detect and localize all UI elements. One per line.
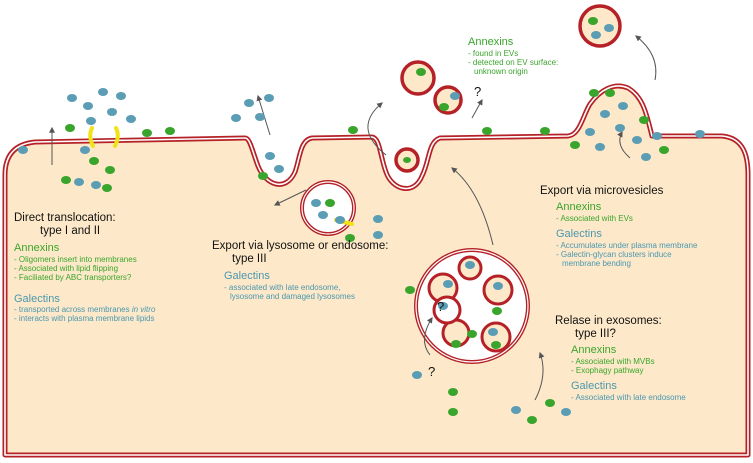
list-item: membrane bending <box>562 259 631 269</box>
direct-title-line2: type I and II <box>40 225 101 238</box>
lysosome-block: Export via lysosome or endosome: type II… <box>212 240 388 301</box>
exosomes-galectins-header: Galectins <box>571 380 617 393</box>
lysosome-galectins-header: Galectins <box>224 270 270 283</box>
list-item: - Accumulates under plasma membrane <box>556 240 698 250</box>
exosomes-title-line1: Relase in exosomes: <box>555 315 662 327</box>
direct-galectins-header: Galectins <box>14 292 60 305</box>
exosomes-annexins-header: Annexins <box>571 344 617 357</box>
list-item: - transported across membranes in vitro <box>14 305 156 315</box>
exosomes-title-line2: type III? <box>575 328 616 341</box>
question-mark-bottom: ? <box>428 364 436 379</box>
list-item: - found in EVs <box>468 48 519 58</box>
direct-galectins-list: - transported across membranes in vitro … <box>14 305 155 323</box>
direct-translocation-block: Direct translocation: type I and II Anne… <box>14 212 155 324</box>
list-item: - Oligomers insert into membranes <box>14 255 137 265</box>
list-item: - associated with late endosome, <box>224 283 341 293</box>
list-item: lysosome and damaged lysosomes <box>230 292 355 302</box>
list-item: - detected on EV surface: <box>468 57 559 67</box>
list-item: - Galectin-glycan clusters induce <box>556 249 672 259</box>
exosomes-block: Relase in exosomes: type III? Annexins -… <box>555 315 686 402</box>
lysosome-title-line2: type III <box>232 253 267 266</box>
microvesicles-title: Export via microvesicles <box>540 185 664 197</box>
abc-transporter <box>88 126 120 148</box>
list-item: - Associated with late endosome <box>571 393 686 403</box>
ev-annexins-block: Annexins - found in EVs - detected on EV… <box>468 36 558 76</box>
exosomes-galectins-list: - Associated with late endosome <box>555 393 686 402</box>
ev-annexins-header: Annexins <box>468 36 514 48</box>
list-item: - Associated with EVs <box>556 213 633 223</box>
microvesicles-galectins-header: Galectins <box>556 228 602 241</box>
microvesicles-annexins-list: - Associated with EVs <box>540 214 697 223</box>
list-item: - Faciliated by ABC transporters? <box>14 273 132 283</box>
annexin-particles <box>61 17 669 424</box>
list-item: - Associated with lipid flipping <box>14 264 119 274</box>
microvesicles-annexins-header: Annexins <box>556 201 602 214</box>
list-item: - Exophagy pathway <box>571 366 644 376</box>
microvesicles-galectins-list: - Accumulates under plasma membrane - Ga… <box>540 241 697 269</box>
direct-annexins-header: Annexins <box>14 242 60 255</box>
direct-annexins-list: - Oligomers insert into membranes - Asso… <box>14 255 155 283</box>
question-mark-mvb: ? <box>437 299 445 314</box>
lysosome-vesicle <box>300 180 356 236</box>
galectin-particles <box>18 24 705 416</box>
lysosome-galectins-list: - associated with late endosome, lysosom… <box>212 283 388 301</box>
ev-annexins-list: - found in EVs - detected on EV surface:… <box>468 49 558 77</box>
lysosome-title-line1: Export via lysosome or endosome: <box>212 240 389 252</box>
list-item: unknown origin <box>474 67 528 77</box>
direct-title-line1: Direct translocation: <box>14 212 116 224</box>
question-mark-ev: ? <box>474 84 482 99</box>
cell-body <box>2 83 751 458</box>
microvesicles-block: Export via microvesicles Annexins - Asso… <box>540 185 697 268</box>
list-item: - interacts with plasma membrane lipids <box>14 314 155 324</box>
extracellular-vesicles <box>394 4 622 173</box>
multivesicular-body <box>414 248 530 364</box>
exosomes-annexins-list: - Associated with MVBs - Exophagy pathwa… <box>555 357 686 375</box>
list-item: - Associated with MVBs <box>571 357 655 367</box>
